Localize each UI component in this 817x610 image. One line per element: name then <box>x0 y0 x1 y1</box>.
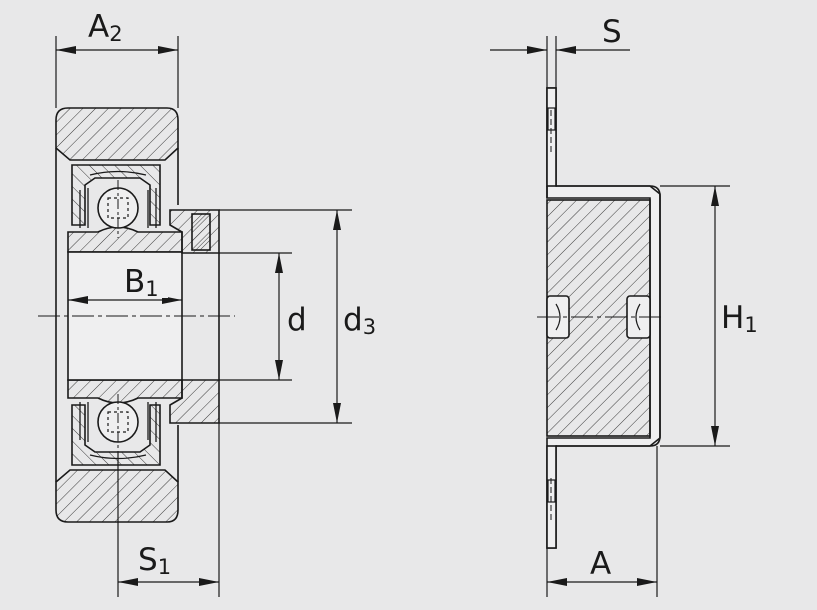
seals-bottom <box>79 402 157 442</box>
label-d: d <box>287 302 307 338</box>
label-s: S <box>602 14 622 50</box>
bearing-section-view <box>38 107 235 523</box>
label-d3: d3 <box>343 302 376 339</box>
dimension-labels: A2 B1 d d3 S1 S H1 A <box>88 9 758 582</box>
right-dimensions <box>490 36 730 597</box>
housing-side-view <box>537 87 665 549</box>
outer-ring-top <box>55 107 179 161</box>
outer-ring-bottom <box>55 469 179 523</box>
outer-race-bottom <box>71 404 161 466</box>
inner-ring-top <box>67 226 183 253</box>
label-a2: A2 <box>88 9 123 46</box>
label-a: A <box>590 546 611 582</box>
inner-ring-bottom <box>67 379 183 404</box>
seals-top <box>79 188 157 228</box>
label-h1: H1 <box>721 300 758 337</box>
label-b1: B1 <box>124 264 159 301</box>
set-screw <box>191 213 211 251</box>
left-dimensions <box>55 36 352 597</box>
label-s1: S1 <box>138 542 171 579</box>
outer-race-top <box>71 164 161 226</box>
